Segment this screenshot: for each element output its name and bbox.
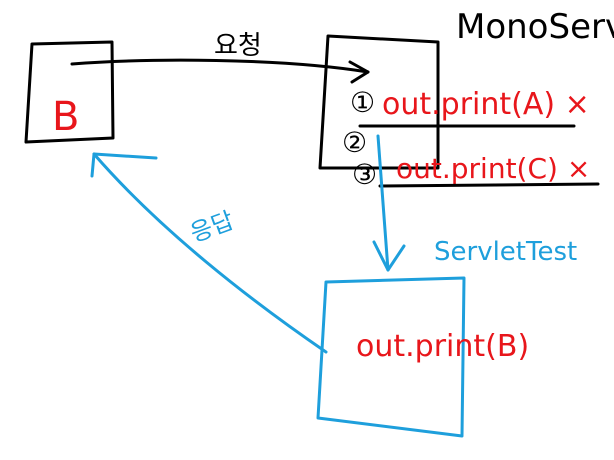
servlet-test-label: ServletTest	[434, 237, 577, 267]
step-marker-2: ②	[342, 126, 367, 159]
response-arrow	[92, 152, 328, 354]
request-arrow	[70, 58, 370, 74]
mono-servlet-box	[318, 34, 440, 170]
servlet-test-line: out.print(B)	[356, 329, 529, 364]
request-arrowhead	[348, 60, 370, 84]
response-label: 응답	[186, 206, 237, 247]
forward-arrow	[376, 134, 390, 272]
left-box-label: B	[52, 94, 79, 140]
step-marker-3: ③	[352, 158, 377, 191]
response-arrowhead	[90, 152, 158, 178]
left-box	[24, 40, 115, 144]
mono-line-c-underline	[378, 182, 600, 188]
request-label: 요청	[214, 31, 262, 61]
servlet-test-box	[316, 276, 466, 438]
forward-arrowhead	[372, 240, 406, 272]
mono-line-c: out.print(C) ×	[396, 152, 590, 185]
mono-line-a: out.print(A) ×	[382, 87, 590, 122]
step-marker-1: ①	[350, 86, 375, 119]
mono-servlet-label: MonoServlet	[456, 7, 614, 47]
